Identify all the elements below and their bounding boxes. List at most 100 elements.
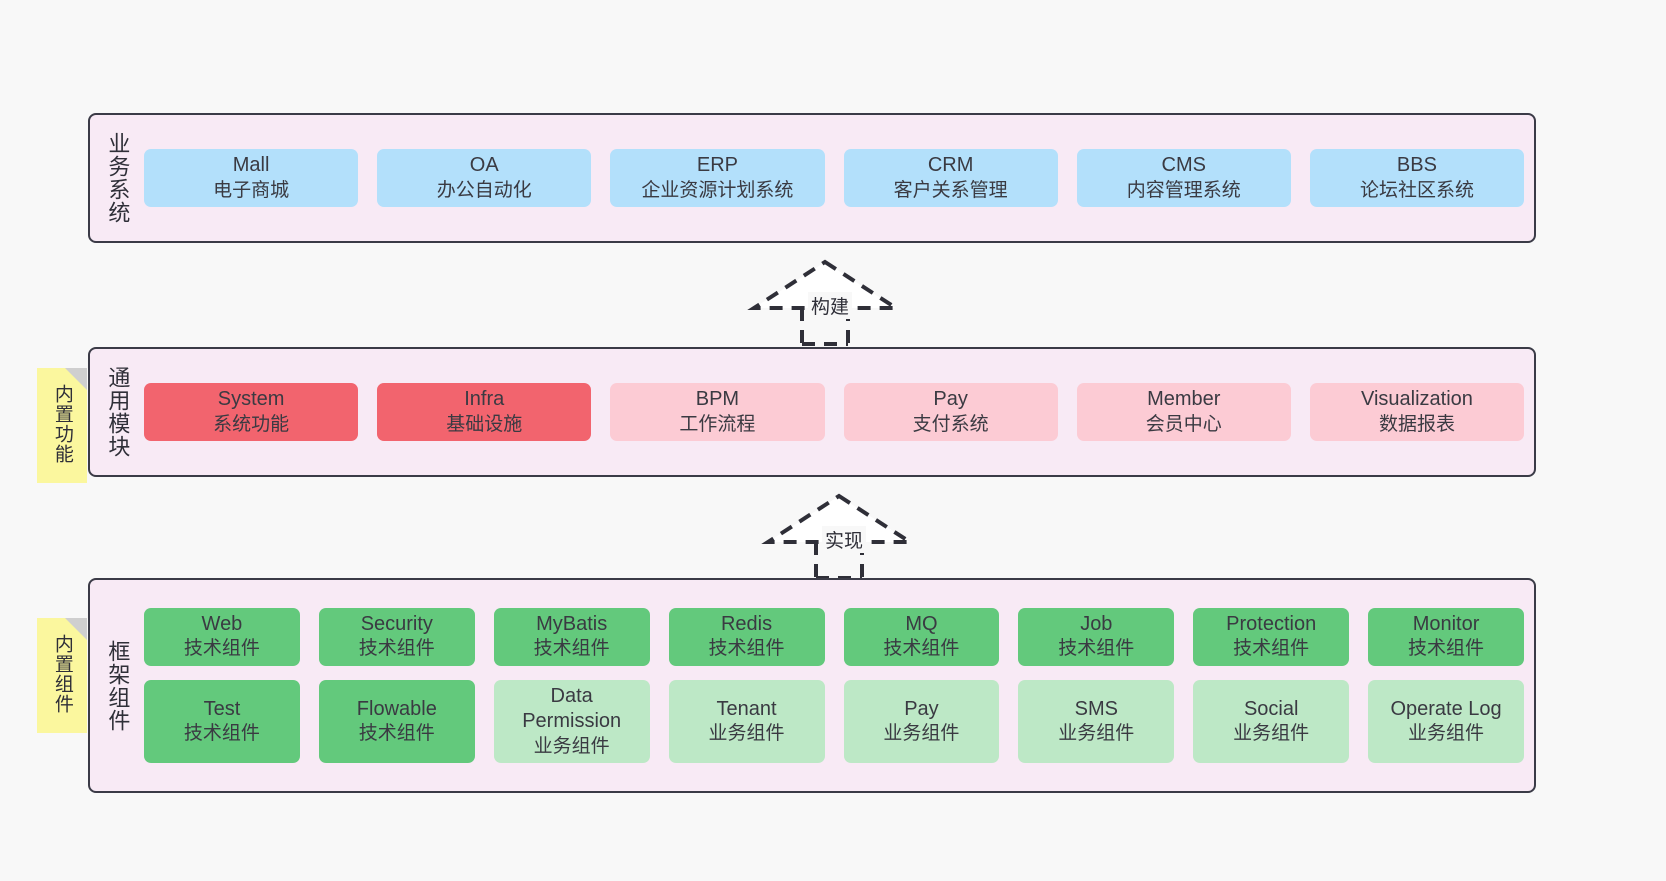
box-subtitle: 工作流程 bbox=[679, 413, 756, 435]
box-title: Redis bbox=[720, 612, 773, 635]
box-title: ERP bbox=[696, 154, 738, 177]
box-subtitle: 技术组件 bbox=[533, 638, 610, 660]
box-title: Operate Log bbox=[1390, 697, 1502, 720]
box-test[interactable]: Test 技术组件 bbox=[144, 679, 300, 764]
box-row: Test 技术组件 Flowable 技术组件 Data Permission … bbox=[144, 679, 1524, 764]
box-title: CMS bbox=[1161, 154, 1206, 177]
box-subtitle: 企业资源计划系统 bbox=[641, 179, 794, 201]
note-builtin-component: 内置组件 bbox=[37, 618, 87, 733]
layer-title-framework-component: 框架组件 bbox=[105, 639, 131, 732]
box-title: OA bbox=[469, 154, 499, 177]
box-title: Pay bbox=[933, 388, 968, 411]
box-subtitle: 技术组件 bbox=[1408, 638, 1485, 660]
box-row: Web 技术组件 Security 技术组件 MyBatis 技术组件 Redi… bbox=[144, 607, 1524, 666]
box-title: Test bbox=[203, 697, 241, 720]
box-cms[interactable]: CMS 内容管理系统 bbox=[1076, 149, 1291, 207]
box-title: Protection bbox=[1226, 612, 1317, 635]
layer-title-common-module: 通用模块 bbox=[105, 366, 131, 458]
box-title: BBS bbox=[1396, 154, 1437, 177]
box-title: Monitor bbox=[1412, 612, 1480, 635]
box-mall[interactable]: Mall 电子商城 bbox=[144, 149, 359, 207]
connector-build-label: 构建 bbox=[808, 292, 853, 319]
box-subtitle: 技术组件 bbox=[358, 638, 435, 660]
box-data-permission[interactable]: Data Permission 业务组件 bbox=[493, 679, 650, 764]
box-title: Data Permission bbox=[522, 684, 622, 733]
box-row: System 系统功能 Infra 基础设施 BPM 工作流程 Pay 支付系统… bbox=[144, 383, 1525, 441]
box-subtitle: 技术组件 bbox=[183, 638, 260, 660]
box-subtitle: 基础设施 bbox=[446, 413, 523, 435]
layer-body-framework-component: Web 技术组件 Security 技术组件 MyBatis 技术组件 Redi… bbox=[144, 580, 1534, 791]
box-tenant[interactable]: Tenant 业务组件 bbox=[668, 679, 825, 764]
box-security[interactable]: Security 技术组件 bbox=[318, 607, 475, 666]
box-subtitle: 支付系统 bbox=[912, 413, 989, 435]
connector-implement: 实现 bbox=[761, 492, 926, 580]
box-protection[interactable]: Protection 技术组件 bbox=[1193, 607, 1350, 666]
box-subtitle: 内容管理系统 bbox=[1126, 179, 1241, 201]
box-pay-module[interactable]: Pay 支付系统 bbox=[843, 383, 1058, 441]
box-title: Member bbox=[1147, 388, 1221, 411]
box-subtitle: 业务组件 bbox=[1408, 723, 1485, 745]
box-title: BPM bbox=[695, 388, 740, 411]
box-subtitle: 技术组件 bbox=[358, 723, 435, 745]
box-title: Tenant bbox=[716, 697, 777, 720]
box-title: MyBatis bbox=[536, 612, 608, 635]
box-social[interactable]: Social 业务组件 bbox=[1193, 679, 1350, 764]
box-infra[interactable]: Infra 基础设施 bbox=[377, 383, 592, 441]
box-mq[interactable]: MQ 技术组件 bbox=[843, 607, 1000, 666]
box-subtitle: 办公自动化 bbox=[436, 179, 532, 201]
box-visualization[interactable]: Visualization 数据报表 bbox=[1309, 383, 1525, 441]
box-title: Security bbox=[360, 612, 433, 635]
box-subtitle: 技术组件 bbox=[883, 638, 960, 660]
layer-framework-component: 框架组件 Web 技术组件 Security 技术组件 MyBatis 技术组件… bbox=[88, 578, 1536, 793]
box-job[interactable]: Job 技术组件 bbox=[1018, 607, 1175, 666]
box-subtitle: 技术组件 bbox=[708, 638, 785, 660]
layer-business-system: 业务系统 Mall 电子商城 OA 办公自动化 ERP 企业资源计划系统 CRM… bbox=[88, 113, 1536, 243]
box-title: Mall bbox=[232, 154, 270, 177]
layer-body-business-system: Mall 电子商城 OA 办公自动化 ERP 企业资源计划系统 CRM 客户关系… bbox=[144, 115, 1534, 241]
box-subtitle: 论坛社区系统 bbox=[1359, 179, 1474, 201]
box-sms[interactable]: SMS 业务组件 bbox=[1018, 679, 1175, 764]
box-subtitle: 业务组件 bbox=[1233, 723, 1310, 745]
box-erp[interactable]: ERP 企业资源计划系统 bbox=[610, 149, 825, 207]
box-subtitle: 业务组件 bbox=[883, 723, 960, 745]
box-title: Web bbox=[201, 612, 243, 635]
box-crm[interactable]: CRM 客户关系管理 bbox=[843, 149, 1058, 207]
box-title: Flowable bbox=[356, 697, 437, 720]
box-subtitle: 业务组件 bbox=[708, 723, 785, 745]
box-row: Mall 电子商城 OA 办公自动化 ERP 企业资源计划系统 CRM 客户关系… bbox=[144, 149, 1525, 207]
box-monitor[interactable]: Monitor 技术组件 bbox=[1368, 607, 1524, 666]
layer-common-module: 通用模块 System 系统功能 Infra 基础设施 BPM 工作流程 Pay… bbox=[88, 347, 1536, 477]
box-subtitle: 客户关系管理 bbox=[893, 179, 1008, 201]
box-title: MQ bbox=[905, 612, 938, 635]
note-label: 内置组件 bbox=[51, 633, 73, 714]
box-web[interactable]: Web 技术组件 bbox=[144, 607, 300, 666]
box-subtitle: 业务组件 bbox=[533, 735, 610, 757]
box-subtitle: 数据报表 bbox=[1378, 413, 1455, 435]
box-bpm[interactable]: BPM 工作流程 bbox=[610, 383, 825, 441]
box-subtitle: 技术组件 bbox=[1233, 638, 1310, 660]
box-title: CRM bbox=[927, 154, 974, 177]
box-subtitle: 技术组件 bbox=[183, 723, 260, 745]
box-system[interactable]: System 系统功能 bbox=[144, 383, 359, 441]
box-oa[interactable]: OA 办公自动化 bbox=[377, 149, 592, 207]
box-title: Visualization bbox=[1360, 388, 1473, 411]
box-title: Pay bbox=[904, 697, 939, 720]
box-subtitle: 技术组件 bbox=[1058, 638, 1135, 660]
box-title: SMS bbox=[1074, 697, 1118, 720]
box-member[interactable]: Member 会员中心 bbox=[1076, 383, 1291, 441]
layer-title-business-system: 业务系统 bbox=[105, 132, 131, 224]
box-subtitle: 会员中心 bbox=[1145, 413, 1222, 435]
note-builtin-function: 内置功能 bbox=[37, 368, 87, 483]
box-mybatis[interactable]: MyBatis 技术组件 bbox=[493, 607, 650, 666]
box-flowable[interactable]: Flowable 技术组件 bbox=[318, 679, 475, 764]
box-subtitle: 系统功能 bbox=[213, 413, 290, 435]
box-title: Job bbox=[1080, 612, 1113, 635]
box-pay-component[interactable]: Pay 业务组件 bbox=[843, 679, 1000, 764]
note-label: 内置功能 bbox=[51, 383, 73, 464]
layer-body-common-module: System 系统功能 Infra 基础设施 BPM 工作流程 Pay 支付系统… bbox=[144, 349, 1534, 475]
box-redis[interactable]: Redis 技术组件 bbox=[668, 607, 825, 666]
box-title: System bbox=[217, 388, 285, 411]
box-operate-log[interactable]: Operate Log 业务组件 bbox=[1368, 679, 1524, 764]
box-title: Infra bbox=[464, 388, 505, 411]
box-bbs[interactable]: BBS 论坛社区系统 bbox=[1309, 149, 1525, 207]
